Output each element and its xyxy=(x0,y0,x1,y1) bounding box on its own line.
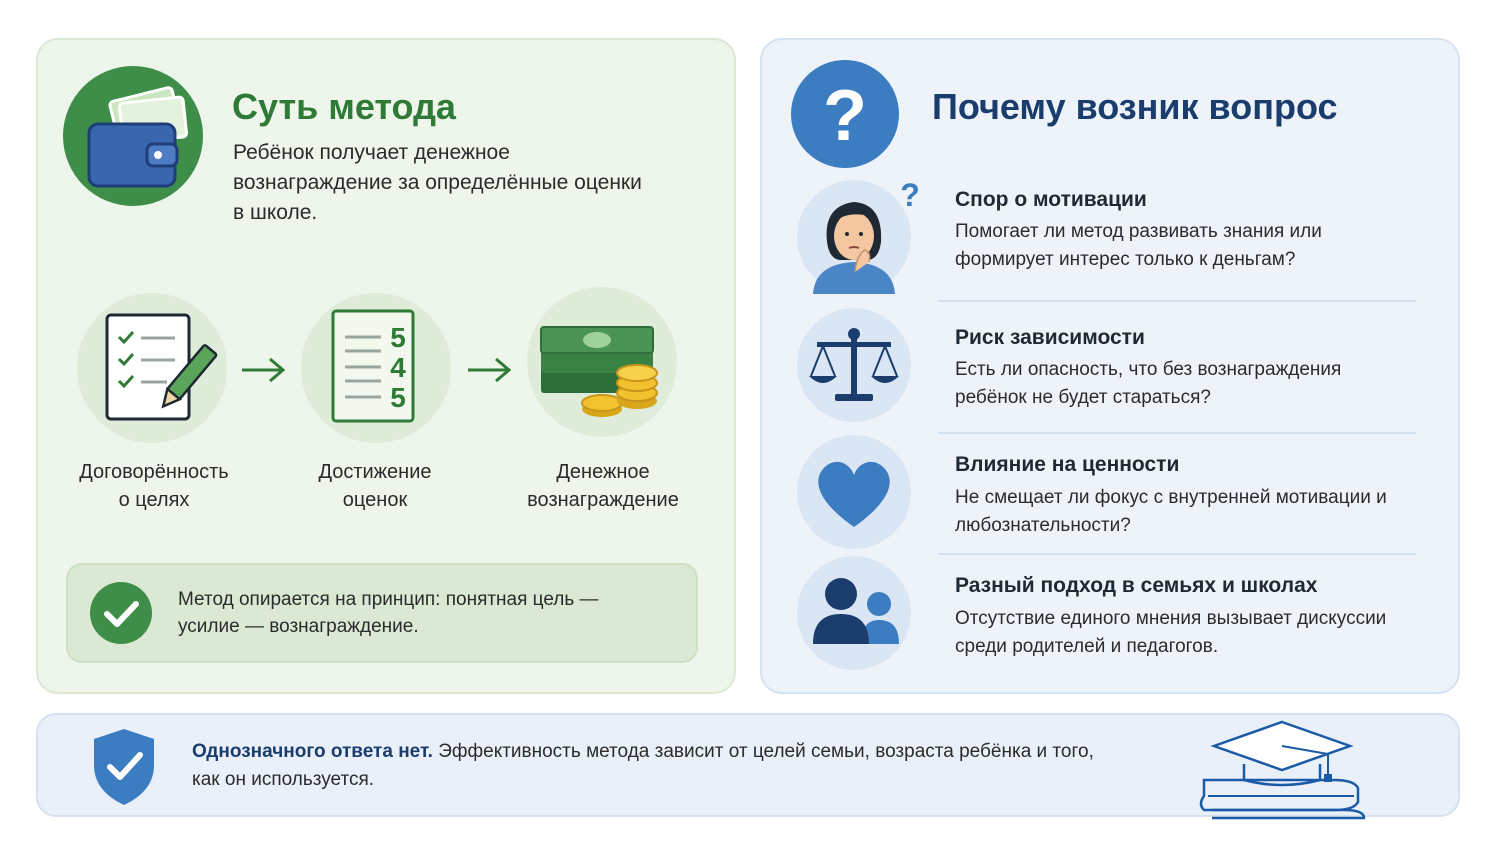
reason-title-motivation: Спор о мотивации xyxy=(955,188,1147,211)
wallet-icon xyxy=(63,66,203,206)
scales-icon xyxy=(797,308,911,422)
divider xyxy=(938,432,1416,434)
graduation-cap-books-icon xyxy=(1199,720,1366,820)
question-mark-icon: ? xyxy=(791,60,899,168)
heart-icon xyxy=(797,435,911,549)
method-title: Суть метода xyxy=(232,86,456,127)
money-icon xyxy=(527,287,677,437)
checklist-icon xyxy=(77,293,227,443)
svg-text:?: ? xyxy=(900,177,920,212)
thinking-person-icon xyxy=(797,180,911,294)
grade-3: 5 xyxy=(390,382,406,413)
divider xyxy=(938,300,1416,302)
reason-text-motivation: Помогает ли метод развивать знания или ф… xyxy=(955,221,1322,270)
grades-icon: 5 4 5 xyxy=(301,293,451,443)
reason-title-dependency: Риск зависимости xyxy=(955,326,1145,349)
shield-check-icon xyxy=(94,729,154,805)
reason-text-values: Не смещает ли фокус с внутренней мотивац… xyxy=(955,487,1387,536)
method-description: Ребёнок получает денежное вознаграждение… xyxy=(233,141,642,224)
check-icon xyxy=(90,582,152,644)
reason-title-values: Влияние на ценности xyxy=(955,453,1180,476)
reason-text-dependency: Есть ли опасность, что без вознаграждени… xyxy=(955,359,1342,408)
principle-text: Метод опирается на принцип: понятная цел… xyxy=(178,589,599,637)
reason-text-approach: Отсутствие единого мнения вызывает диску… xyxy=(955,608,1387,657)
arrow-right-icon xyxy=(242,357,286,383)
conclusion-panel xyxy=(36,713,1460,817)
people-icon xyxy=(797,556,911,670)
why-title: Почему возник вопрос xyxy=(932,86,1338,127)
conclusion-strong: Однозначного ответа нет. xyxy=(192,741,433,762)
grade-1: 5 xyxy=(390,322,406,353)
conclusion-rest: Эффективность метода зависит от целей се… xyxy=(192,741,1094,790)
grade-2: 4 xyxy=(390,352,406,383)
principle-box xyxy=(66,563,698,663)
small-question-icon: ? xyxy=(900,177,920,212)
conclusion-text: Однозначного ответа нет. Эффективность м… xyxy=(192,738,1112,794)
reason-title-approach: Разный подход в семьях и школах xyxy=(955,574,1318,597)
divider xyxy=(938,553,1416,555)
svg-text:?: ? xyxy=(823,76,867,156)
arrow-right-icon xyxy=(468,357,512,383)
